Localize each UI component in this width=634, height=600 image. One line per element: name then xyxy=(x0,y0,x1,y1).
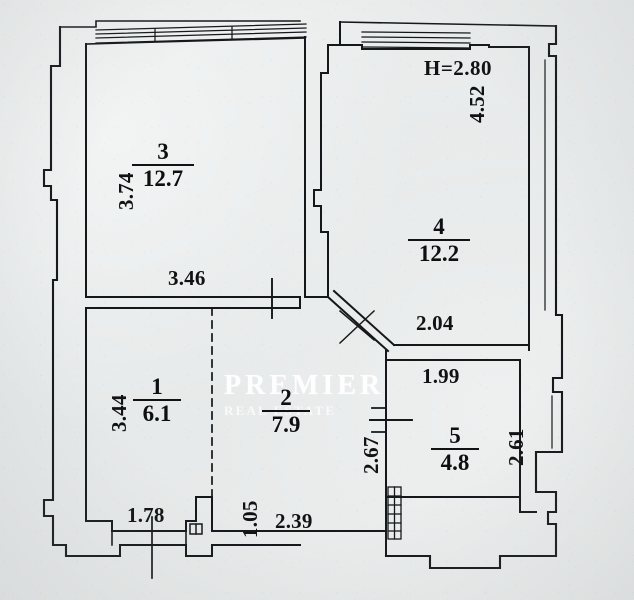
outer-wall-right-thin xyxy=(544,59,553,449)
room-4-walls xyxy=(339,21,530,351)
room-label-4: 4 12.2 xyxy=(404,215,474,266)
outer-wall-top-right xyxy=(339,21,557,27)
dimension-1-78: 1.78 xyxy=(127,505,165,526)
window-top-right xyxy=(361,31,471,49)
room-5-step-right xyxy=(519,496,537,513)
room-label-3: 3 12.7 xyxy=(128,140,198,191)
room-label-1: 1 6.1 xyxy=(130,375,184,426)
room-area-5: 4.8 xyxy=(428,451,482,475)
ceiling-height-label: H=2.80 xyxy=(424,58,492,79)
room-number-4: 4 xyxy=(404,215,474,239)
room-rule-4 xyxy=(408,239,470,242)
outer-wall-bottom-left xyxy=(65,544,301,557)
door-diagonal xyxy=(326,289,396,353)
dimension-2-04: 2.04 xyxy=(416,313,454,334)
room-number-3: 3 xyxy=(128,140,198,164)
room-label-2: 2 7.9 xyxy=(259,386,313,437)
room-area-1: 6.1 xyxy=(130,402,184,426)
window-top-left xyxy=(95,23,307,44)
dimension-1-99: 1.99 xyxy=(422,366,460,387)
room-area-4: 12.2 xyxy=(404,242,474,266)
outer-wall-right xyxy=(384,24,564,570)
door-room-1 xyxy=(189,523,203,535)
corridor-niche xyxy=(371,407,387,433)
room-number-1: 1 xyxy=(130,375,184,399)
outer-wall-top-left xyxy=(59,20,301,28)
room-number-5: 5 xyxy=(428,424,482,448)
room-3-walls xyxy=(85,43,301,298)
room-number-2: 2 xyxy=(259,386,313,410)
room-5-inner xyxy=(385,359,521,498)
room-3-wall-top-inner xyxy=(85,37,306,45)
room-rule-5 xyxy=(431,448,479,451)
room-4-left-wall xyxy=(313,44,341,298)
room-area-3: 12.7 xyxy=(128,167,198,191)
room-rule-3 xyxy=(132,164,194,167)
dimension-2-39: 2.39 xyxy=(275,511,313,532)
room-5-walls xyxy=(393,344,530,351)
outer-wall-bottom-left-b xyxy=(111,530,187,546)
room-rule-1 xyxy=(133,399,181,402)
room-rule-2 xyxy=(262,410,310,413)
outer-wall-left xyxy=(42,25,122,558)
room-area-2: 7.9 xyxy=(259,413,313,437)
corridor-top-wall xyxy=(85,296,301,309)
room-1-and-2-outer xyxy=(85,307,387,532)
vent-shaft xyxy=(387,486,402,540)
dimension-3-46: 3.46 xyxy=(168,268,206,289)
room-label-5: 5 4.8 xyxy=(428,424,482,475)
